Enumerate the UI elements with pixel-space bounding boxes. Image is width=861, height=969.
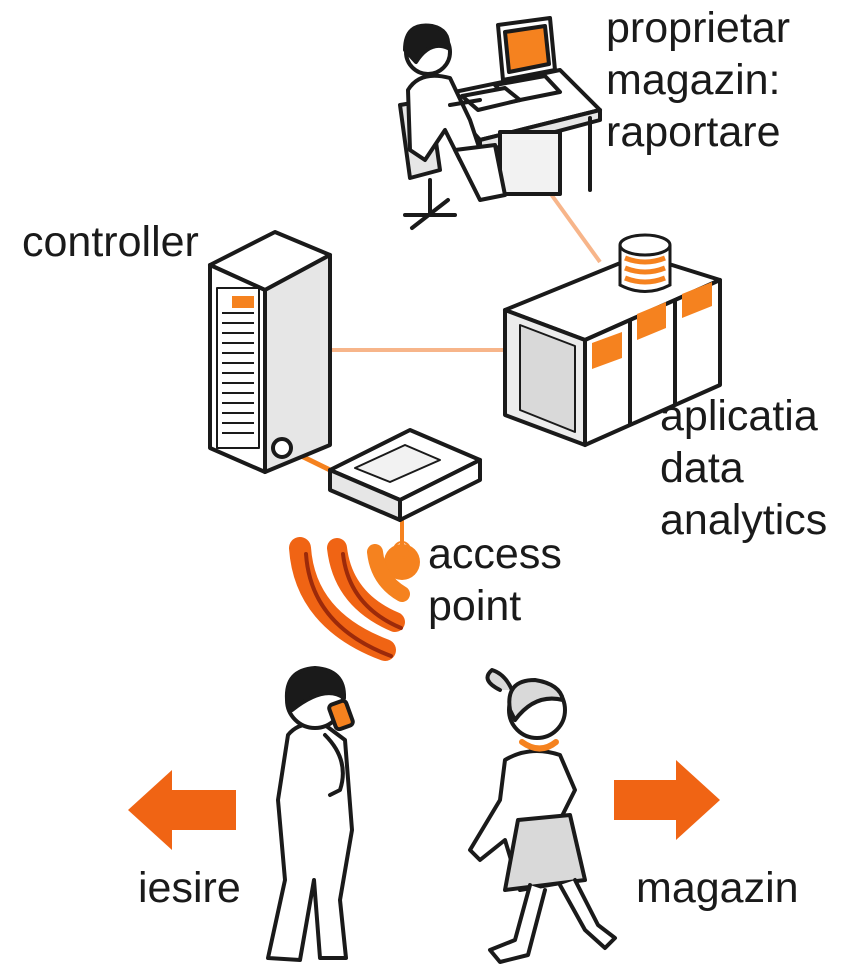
access-point-label-line-2: point <box>428 582 522 630</box>
analytics-label-line-1: aplicatia <box>660 392 818 440</box>
access-point-label: access point <box>428 528 562 632</box>
owner-reporting-label: proprietar magazin: raportare <box>606 2 790 158</box>
analytics-label: aplicatia data analytics <box>660 390 827 546</box>
antenna-icon <box>384 541 420 580</box>
controller-vents <box>222 312 254 434</box>
access-point-label-line-1: access <box>428 530 562 578</box>
woman-walking-icon <box>468 668 617 964</box>
man-on-phone-icon <box>266 666 355 962</box>
owner-workstation-icon <box>398 16 602 230</box>
access-point-device-icon <box>328 428 482 522</box>
controller-label: controller <box>22 218 199 266</box>
store-label: magazin <box>636 864 799 912</box>
controller-server-icon <box>208 230 332 474</box>
owner-label-line-2: magazin: <box>606 56 781 104</box>
owner-label-line-3: raportare <box>606 108 781 156</box>
exit-label: iesire <box>138 864 241 912</box>
analytics-label-line-3: analytics <box>660 496 828 544</box>
owner-label-line-1: proprietar <box>606 4 791 52</box>
analytics-label-line-2: data <box>660 444 744 492</box>
database-icon <box>618 233 672 293</box>
link-owner-analytics <box>546 188 602 264</box>
exit-arrow-icon <box>128 770 236 850</box>
store-arrow-icon <box>614 760 720 840</box>
wifi-signal-icon <box>289 537 410 661</box>
